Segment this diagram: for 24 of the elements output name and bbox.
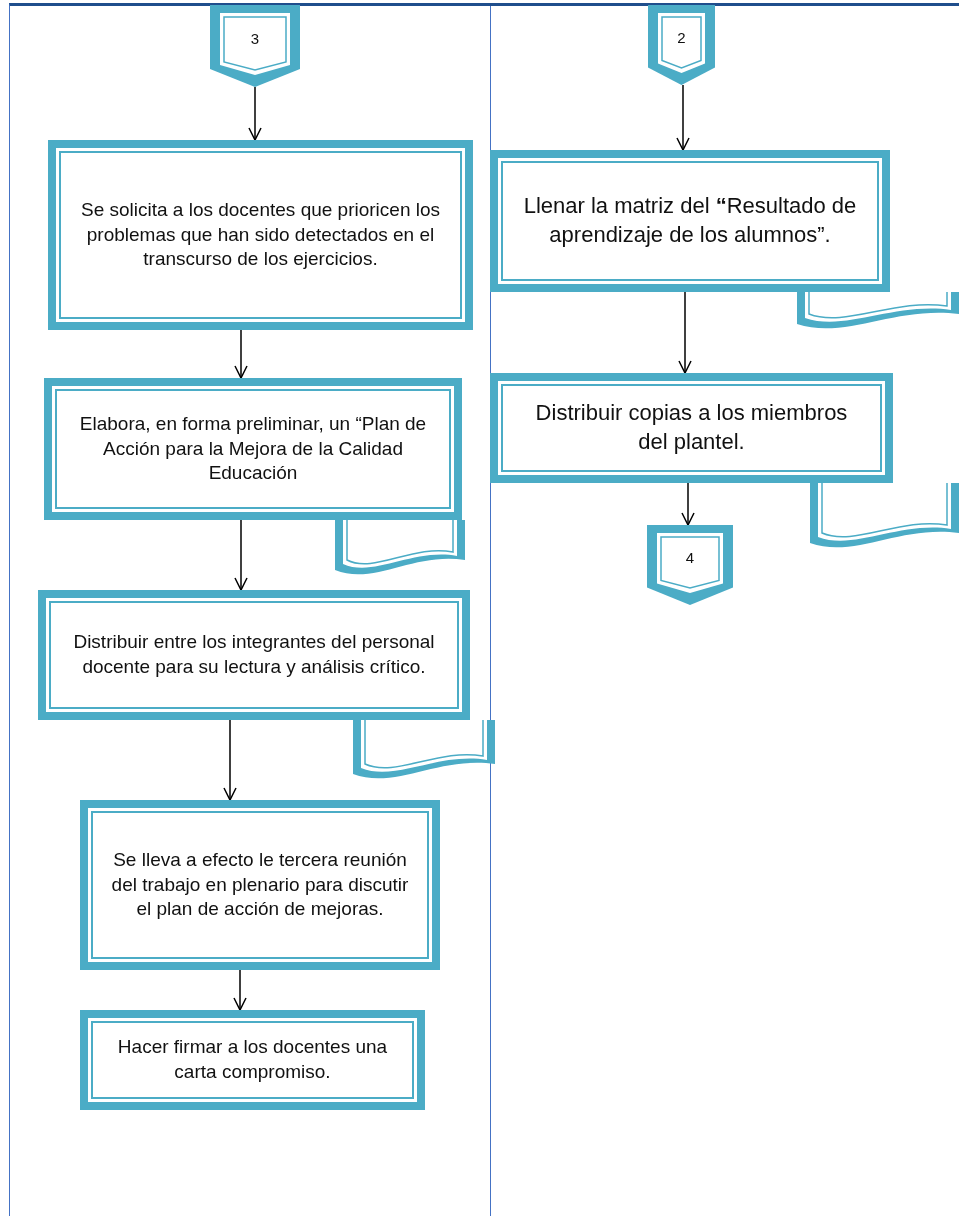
off-page-connector bbox=[648, 5, 715, 85]
step-text: Se solicita a los docentes que prioricen los problemas que han sido detectados en el transcurso de los ejercicios. bbox=[79, 197, 442, 272]
arrow bbox=[234, 329, 248, 379]
step-text: Distribuir copias a los miembros del plantel. bbox=[534, 399, 849, 456]
process-box bbox=[48, 140, 473, 330]
off-page-connector bbox=[647, 525, 733, 605]
connector-number: 2 bbox=[676, 29, 687, 46]
process-box bbox=[80, 800, 440, 970]
off-page-connector bbox=[210, 5, 300, 87]
step-text: Elabora, en forma preliminar, un “Plan de Acción para la Mejora de la Calidad Educación bbox=[78, 411, 428, 486]
arrow bbox=[676, 84, 690, 151]
arrow bbox=[223, 719, 237, 801]
process-box bbox=[80, 1010, 425, 1110]
arrow bbox=[233, 969, 247, 1011]
step-text: Distribuir entre los integrantes del personal docente para su lectura y análisis crítico. bbox=[72, 630, 436, 679]
arrow bbox=[678, 291, 692, 374]
connector-number: 3 bbox=[249, 29, 261, 47]
arrow bbox=[681, 482, 695, 526]
arrow bbox=[248, 86, 262, 141]
step-text: Hacer firmar a los docentes una carta compromiso. bbox=[116, 1035, 389, 1084]
arrow bbox=[234, 519, 248, 591]
step-text: Llenar la matriz del “Resultado de aprendizaje de los alumnos”. bbox=[522, 192, 858, 249]
step-text: Se lleva a efecto le tercera reunión del trabajo en plenario para discutir el plan de acción de mejoras. bbox=[110, 847, 410, 922]
connector-number: 4 bbox=[684, 549, 696, 566]
